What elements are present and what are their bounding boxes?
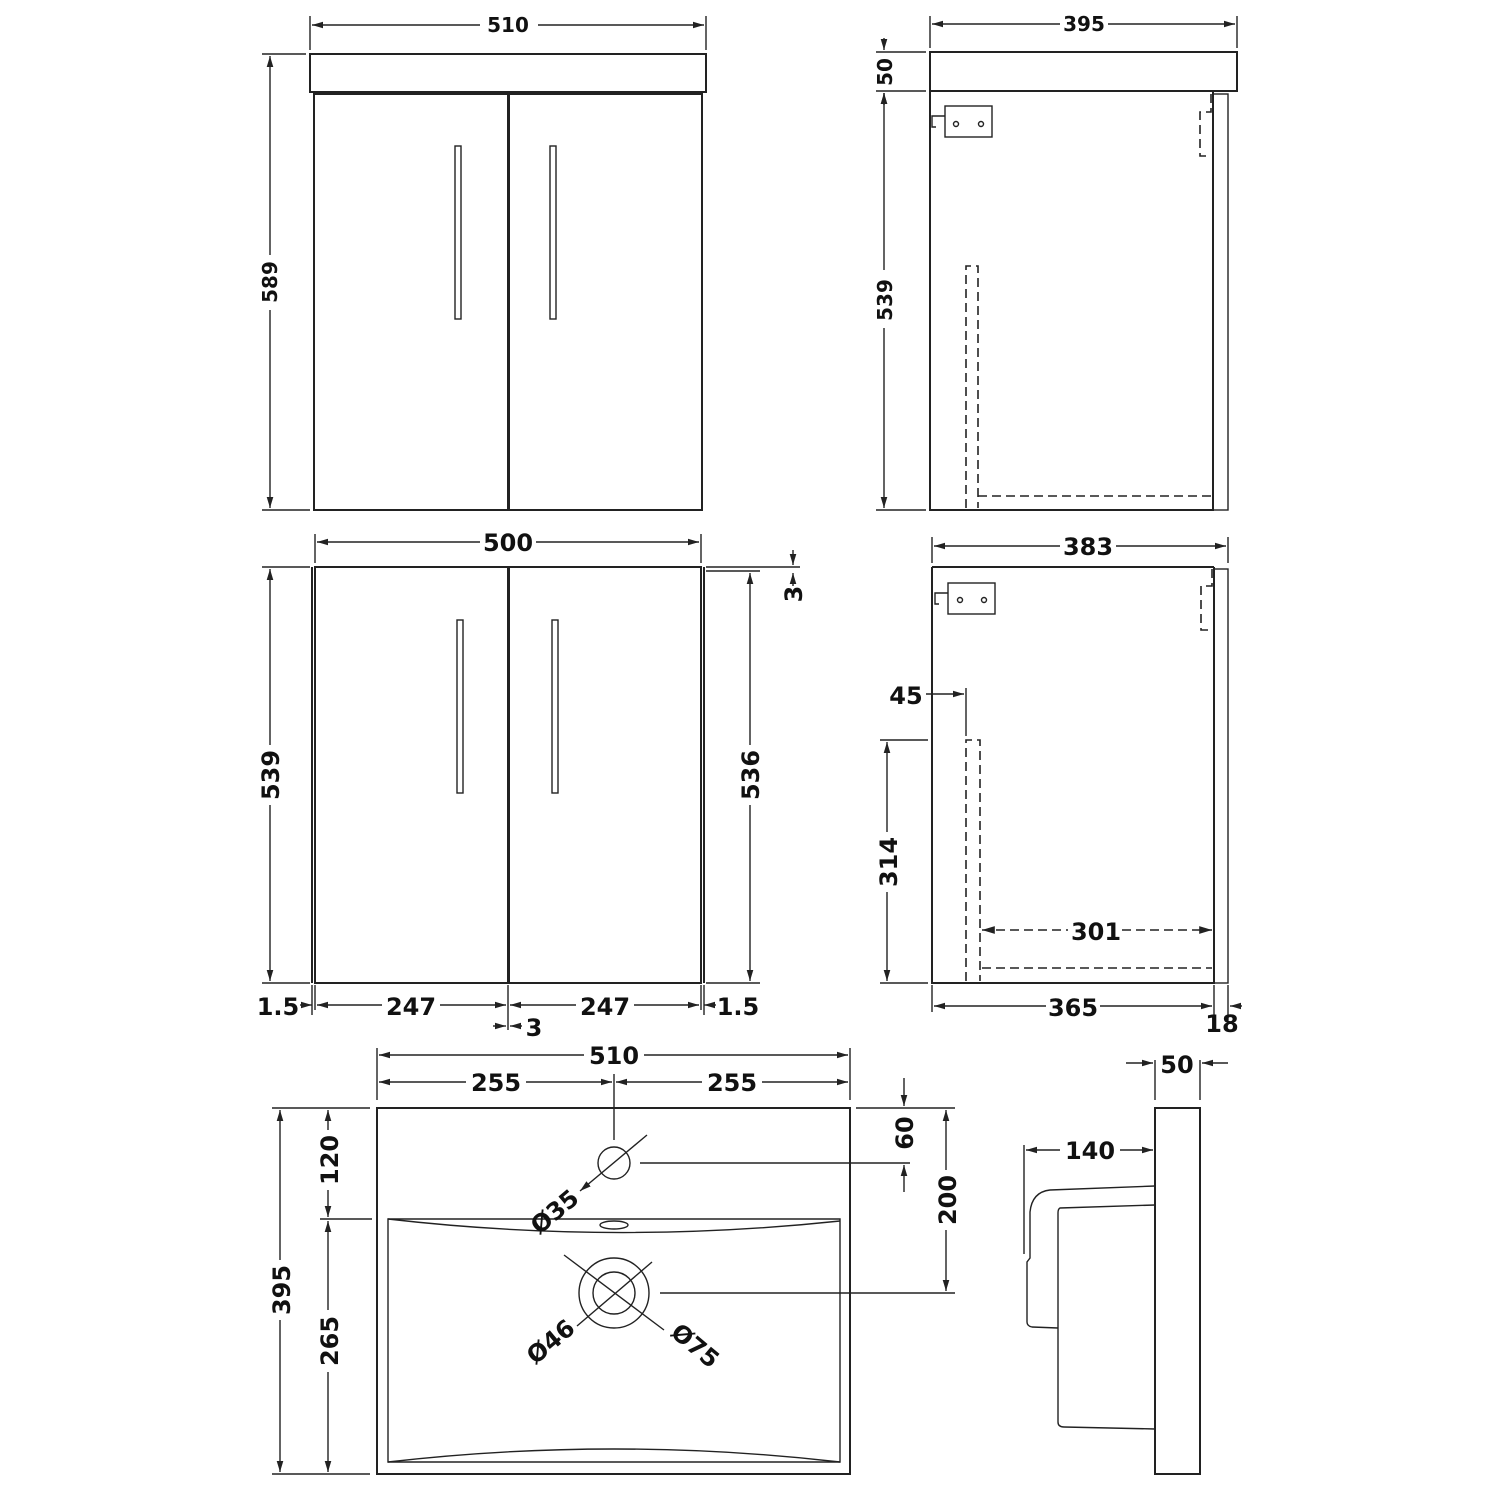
dim-waste-from-back: 200 [934,1175,962,1225]
front-view-with-basin: 510 589 [258,13,707,511]
dim-cabinet-depth: 383 [1063,533,1113,561]
dim-basin-half-right: 255 [707,1069,757,1097]
dim-cabinet-height: 539 [257,750,285,800]
dim-basin-thickness: 50 [873,58,897,86]
door-handle-left [454,145,462,320]
dim-left-edge: 1.5 [257,993,300,1021]
dim-door-thickness: 18 [1205,1010,1238,1038]
dim-rail-offset: 45 [889,682,922,710]
dim-door-height: 536 [737,750,765,800]
dim-rail-height: 314 [875,837,903,887]
dim-top-gap: 3 [780,586,808,603]
dim-side-depth: 395 [1063,12,1105,36]
dim-cabinet-width: 500 [483,529,533,557]
dim-front-width: 510 [487,13,529,37]
basin-plan-view: Ø35 Ø46 Ø75 510 255 255 395 120 265 [268,1042,962,1475]
dim-profile-projection: 140 [1065,1137,1115,1165]
dim-door-left-width: 247 [386,993,436,1021]
dim-basin-width: 510 [589,1042,639,1070]
dim-tap-offset: 120 [316,1135,344,1185]
door-handle-right [549,145,557,320]
waste-inner [592,1271,636,1315]
dim-tap-hole-from-back: 60 [891,1116,919,1149]
front-view-cabinet: 500 539 536 3 1.5 247 247 1.5 [257,529,808,1042]
dim-side-cabinet-height: 539 [873,279,897,321]
dim-waste-outer-dia: Ø75 [666,1318,725,1374]
dim-basin-depth: 395 [268,1265,296,1315]
door-handle-right [551,619,559,794]
door-handle-left [456,619,464,794]
dim-shelf-depth: 301 [1071,918,1121,946]
side-view-with-basin: 395 50 539 [873,12,1238,511]
dim-front-height: 589 [258,261,282,303]
dim-door-right-width: 247 [580,993,630,1021]
overflow-slot [599,1220,629,1230]
basin-profile-view: 50 140 [1023,1051,1228,1475]
dim-centre-gap: 3 [526,1014,543,1042]
dim-basin-half-left: 255 [471,1069,521,1097]
dim-right-edge: 1.5 [717,993,760,1021]
dim-waste-inner-dia: Ø46 [521,1314,580,1370]
dim-profile-thickness: 50 [1160,1051,1193,1079]
tap-hole [597,1146,631,1180]
side-view-cabinet: 383 45 314 301 365 18 [875,533,1242,1038]
waste-outer [578,1257,650,1329]
dim-bowl-depth: 265 [316,1316,344,1366]
dim-inner-depth: 365 [1048,994,1098,1022]
